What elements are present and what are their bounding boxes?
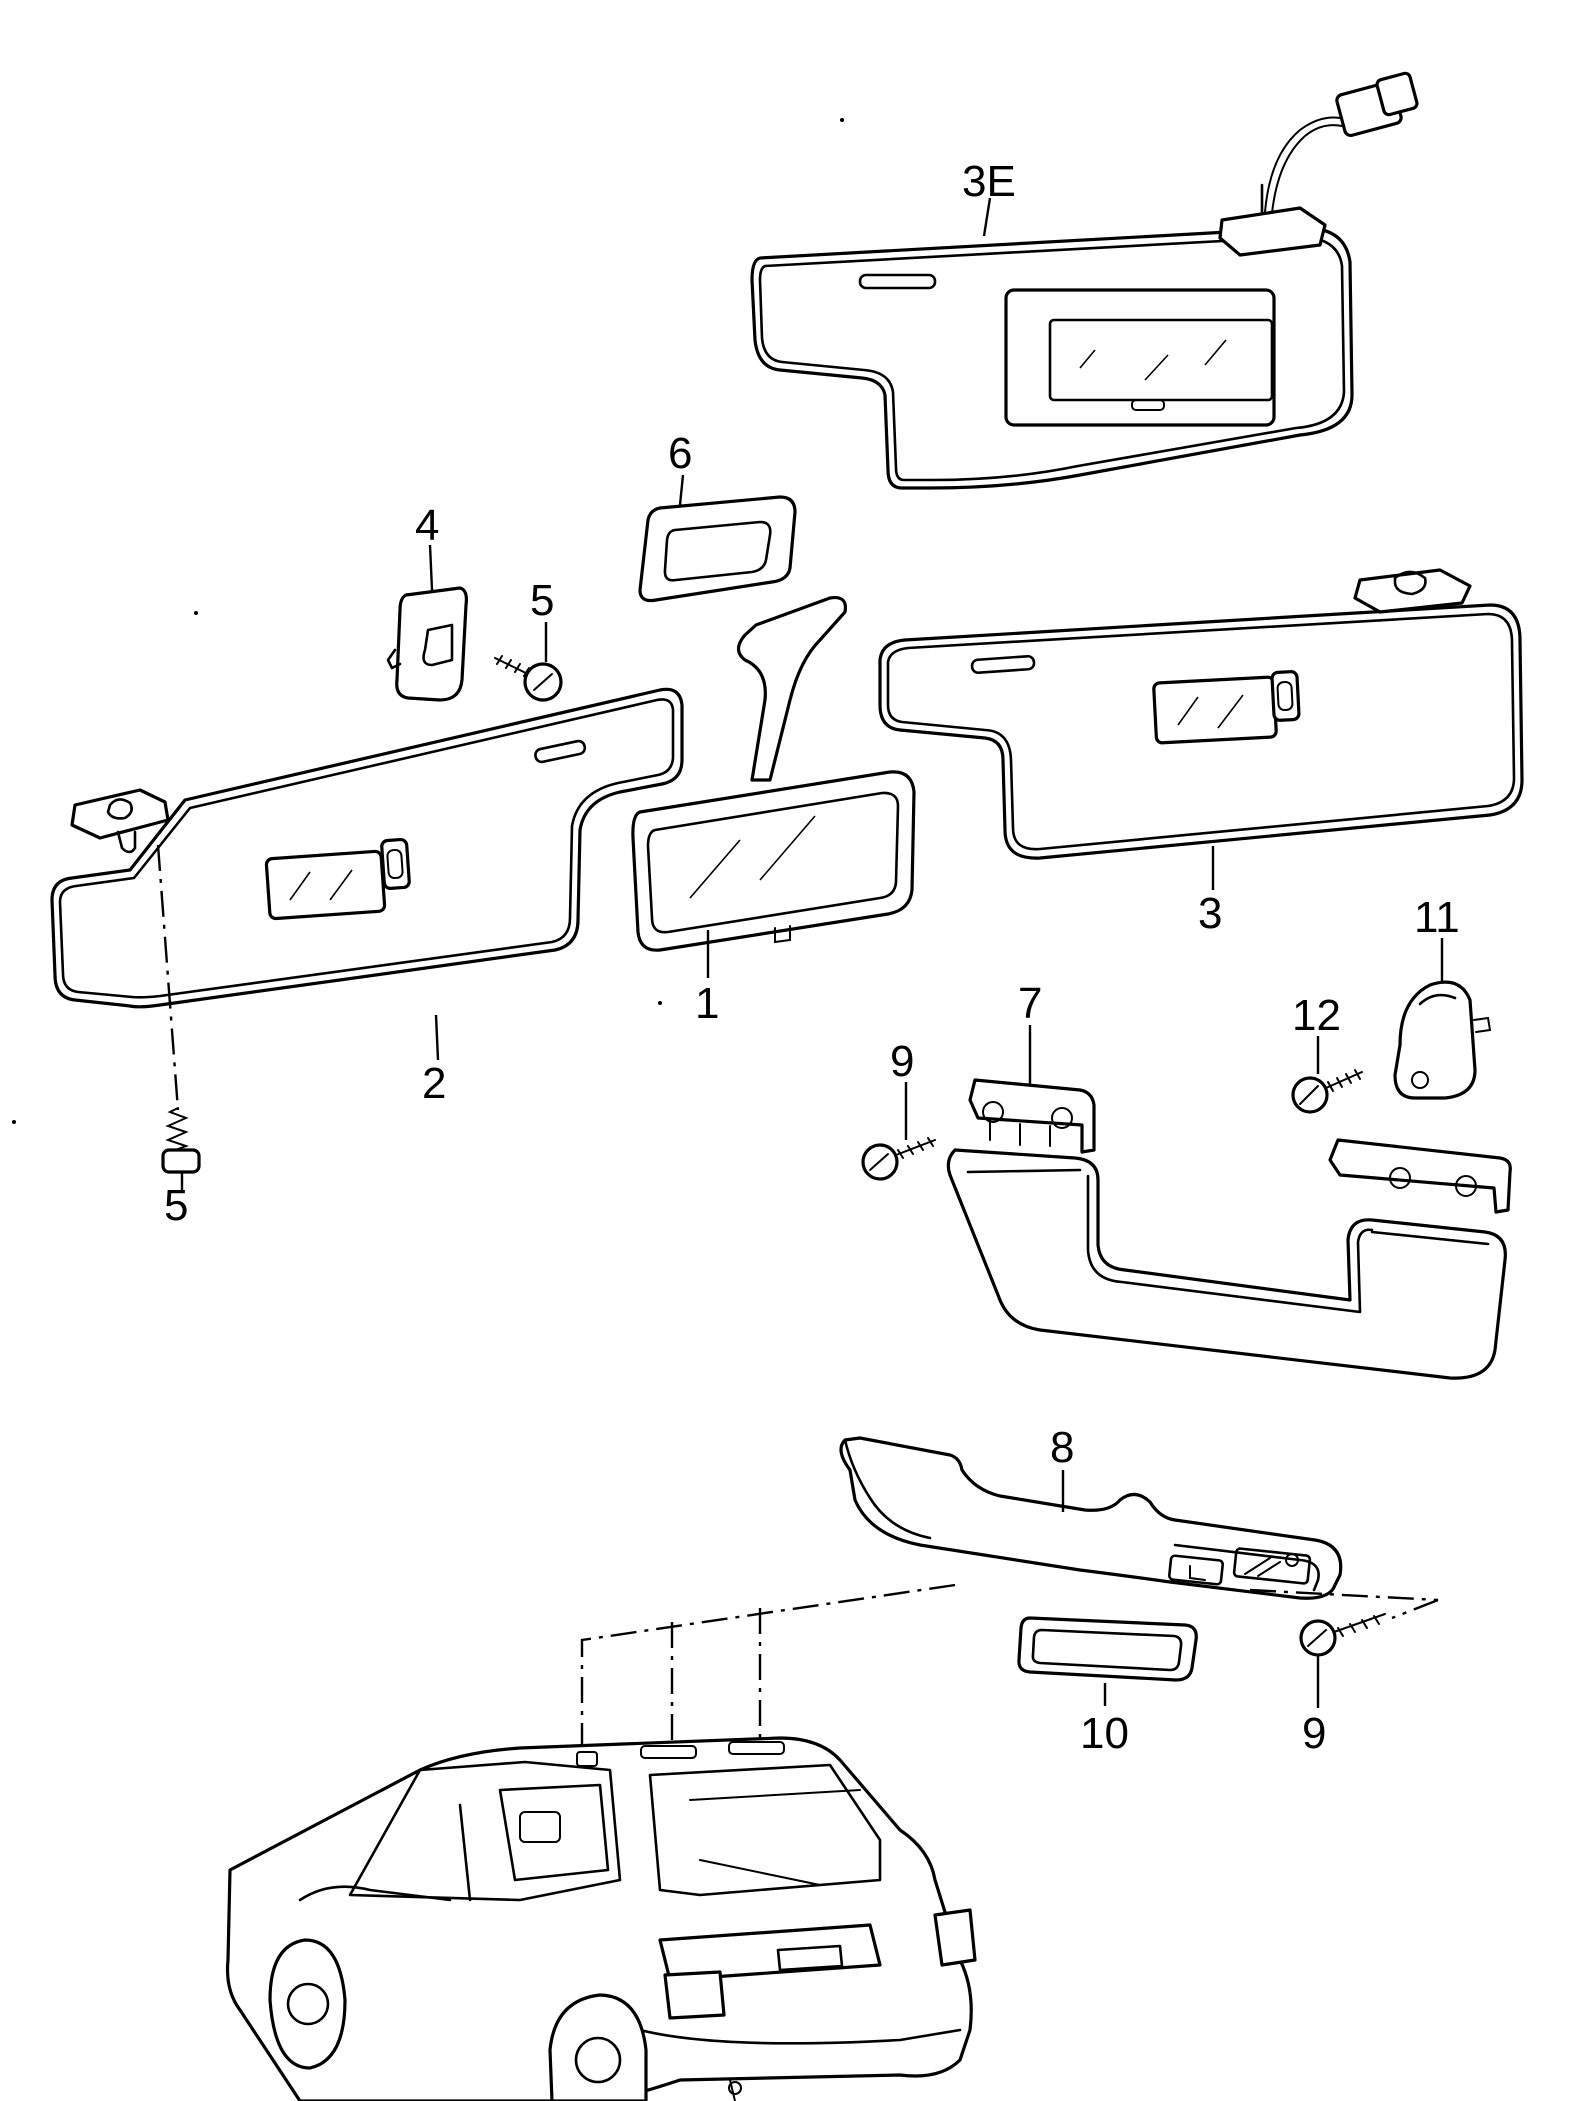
- callout-6: 6: [668, 429, 692, 478]
- part-4-visor-clip: [386, 586, 468, 702]
- part-3-right-sun-visor: [878, 568, 1524, 860]
- callout-11: 11: [1414, 893, 1460, 942]
- callout-5-upper: 5: [530, 576, 554, 625]
- part-3e-illuminated-sun-visor: [750, 71, 1419, 490]
- callout-2: 2: [422, 1059, 446, 1108]
- part-9-screw-upper: [861, 1137, 936, 1181]
- callout-9-lower: 9: [1302, 1709, 1326, 1758]
- callout-5-lower: 5: [164, 1181, 188, 1230]
- callout-4: 4: [415, 501, 439, 550]
- callout-9-upper: 9: [890, 1037, 914, 1086]
- callout-8: 8: [1050, 1423, 1074, 1472]
- callout-3e: 3E: [962, 157, 1016, 206]
- part-11-hook: [1393, 980, 1492, 1100]
- callout-3: 3: [1198, 889, 1222, 938]
- part-6-lamp-lens: [638, 495, 797, 603]
- vehicle-illustration: [225, 1736, 977, 2101]
- callout-1: 1: [695, 979, 719, 1028]
- part-10-lens: [1017, 1616, 1198, 1682]
- part-2-left-sun-visor: [50, 687, 684, 1009]
- callout-7: 7: [1018, 979, 1042, 1028]
- part-9-screw-lower: [1299, 1613, 1386, 1657]
- part-12-screw: [1291, 1069, 1363, 1114]
- callout-12: 12: [1292, 991, 1341, 1040]
- part-5-screw: [494, 655, 563, 702]
- part-7-grab-handle: [946, 1078, 1512, 1380]
- part-8-roof-handle: [839, 1436, 1343, 1600]
- callout-10: 10: [1080, 1709, 1129, 1758]
- part-1-rear-view-mirror: [631, 595, 916, 952]
- part-5-lower-screw: [161, 1107, 201, 1174]
